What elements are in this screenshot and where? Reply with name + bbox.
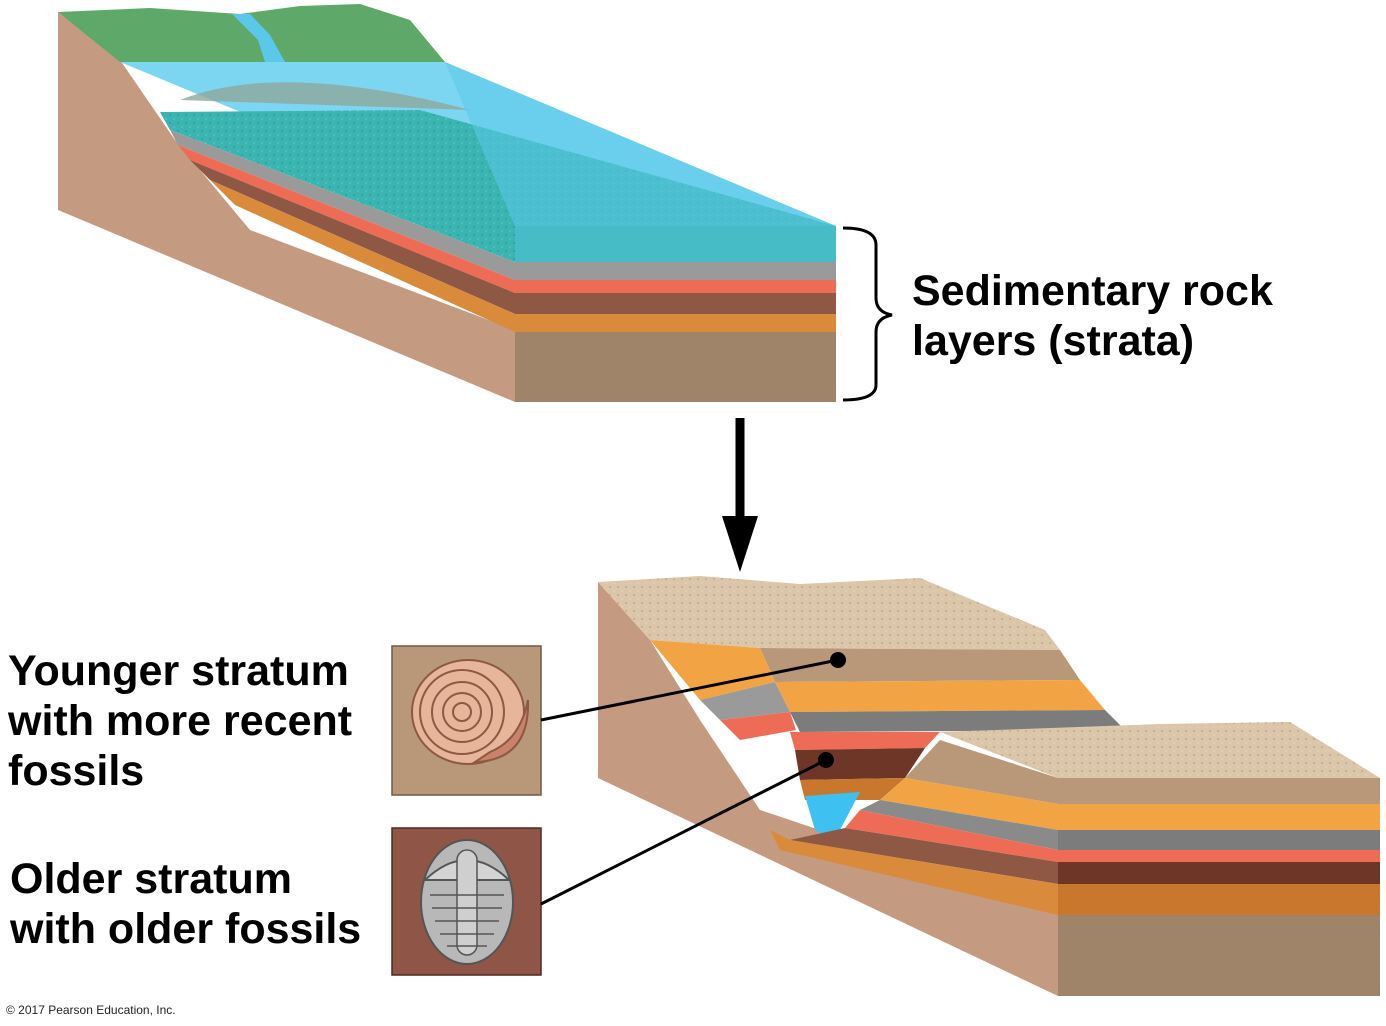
younger-label-line1: Younger stratum: [8, 647, 349, 695]
top-gray-layer: [170, 130, 515, 280]
upper-gray-layer: [790, 710, 1125, 732]
top-block: [58, 4, 836, 402]
water-front-face: [515, 226, 836, 262]
younger-label-line3: fossils: [8, 747, 145, 795]
trilobite-fossil-icon: [420, 839, 514, 965]
front-brown-layer: [515, 293, 836, 314]
sedimentary-label-line2: layers (strata): [912, 317, 1195, 365]
water-front-edge: [445, 62, 836, 226]
valley-red-layer: [790, 732, 940, 750]
lower-slope-orange: [880, 778, 1058, 830]
valley-brown-layer: [795, 748, 925, 780]
front-red: [1058, 850, 1380, 862]
front-orange2: [1058, 884, 1380, 915]
strata-brace: [842, 226, 893, 402]
ammonite-fossil-icon: [411, 659, 530, 765]
lower-slope-tan: [905, 740, 1058, 804]
top-red-layer: [178, 145, 515, 293]
older-callout: [540, 752, 834, 906]
front-tan: [1058, 778, 1380, 804]
older-stratum-label: Older stratum with older fossils: [10, 854, 361, 954]
bottom-block-side-face: [598, 582, 1058, 996]
top-orange-layer: [210, 180, 515, 332]
upper-orange-layer: [775, 680, 1105, 712]
older-label-line2: with older fossils: [10, 905, 362, 953]
older-label-line1: Older stratum: [10, 855, 292, 903]
sedimentary-label-line1: Sedimentary rock: [912, 267, 1273, 315]
copyright-text: © 2017 Pearson Education, Inc.: [6, 1003, 176, 1017]
younger-callout: [540, 652, 846, 722]
front-gray: [1058, 830, 1380, 850]
younger-label-line2: with more recent: [8, 697, 353, 745]
valley-stream: [805, 792, 860, 834]
younger-stratum-label: Younger stratum with more recent fossils: [8, 646, 352, 796]
front-gray-layer: [515, 262, 836, 280]
down-arrow: [722, 418, 758, 572]
front-red-layer: [515, 280, 836, 293]
valley-left-red: [720, 712, 796, 740]
bottom-block: [598, 576, 1380, 996]
older-fossil-panel: [391, 827, 542, 976]
river: [232, 14, 285, 62]
valley-left-orange: [650, 640, 775, 700]
lower-slope-gray: [860, 800, 1058, 850]
lower-slope-orange2: [770, 830, 1058, 915]
lower-slope-red: [845, 810, 1058, 862]
top-block-side-face: [58, 12, 515, 402]
front-orange-layer: [515, 314, 836, 332]
valley-left-gray: [700, 682, 790, 720]
front-bedrock: [515, 332, 836, 402]
delta-sediment: [180, 82, 470, 110]
front-bedrock2: [1058, 915, 1380, 996]
top-brown-layer: [190, 160, 515, 314]
younger-fossil-panel: [391, 645, 542, 796]
front-orange: [1058, 804, 1380, 830]
front-water-layer: [515, 226, 836, 262]
sedimentary-label: Sedimentary rock layers (strata): [912, 266, 1273, 366]
front-brown: [1058, 862, 1380, 884]
lower-slope-brown: [790, 828, 1058, 884]
